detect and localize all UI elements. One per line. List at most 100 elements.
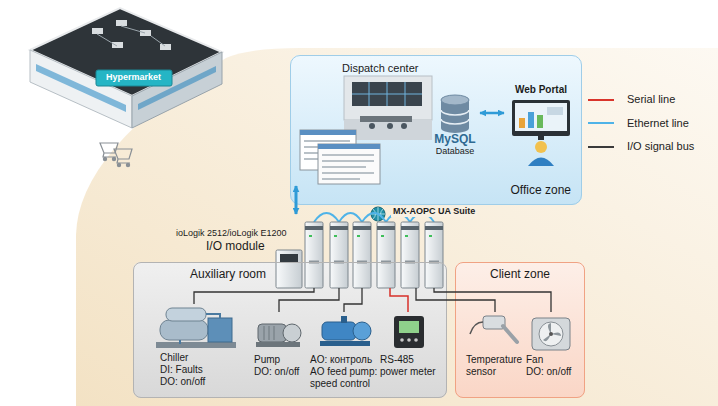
chiller-illustration [160, 320, 208, 340]
io-module-illustration [401, 222, 419, 288]
io-module-illustration [330, 222, 348, 288]
building-illustration [30, 50, 132, 128]
building-illustration [132, 52, 222, 128]
node-title: Office zone [511, 183, 571, 197]
legend-row: Serial line [588, 93, 675, 106]
ethernet-chain [314, 213, 339, 222]
node-title: Dispatch center [342, 62, 418, 75]
dispatch-room-illustration [352, 82, 422, 106]
io-module-illustration [280, 254, 298, 262]
auxiliary-room: Auxiliary roomChillerDI: FaultsDO: on/of… [133, 262, 447, 398]
legend-line [588, 122, 614, 124]
temperature-sensor-illustration [470, 322, 483, 334]
dispatch-room-illustration [300, 130, 356, 135]
building-sign: Hypermarket [106, 72, 161, 83]
connector [480, 112, 504, 115]
shopping-carts [112, 157, 115, 160]
pump-illustration [258, 324, 286, 342]
node-text: I/O module [206, 239, 265, 253]
io-module-illustration [276, 250, 302, 288]
dispatch-room-illustration [300, 76, 432, 184]
web-portal-illustration [528, 112, 534, 128]
shopping-carts [117, 163, 120, 166]
pump-illustration [283, 324, 301, 342]
power-meter-illustration [394, 316, 424, 348]
fan-illustration [549, 332, 553, 336]
web-portal-illustration [519, 118, 525, 128]
node-title: Fan [526, 354, 543, 366]
dispatch-room-illustration [344, 76, 432, 120]
legend-row: Ethernet line [588, 117, 689, 130]
dispatch-center: Dispatch center [298, 58, 438, 186]
database: MySQLDatabase [430, 92, 480, 170]
shopping-carts [100, 143, 118, 157]
node-text: AO feed pump: speed control [310, 366, 379, 390]
feed-pump-illustration [353, 322, 371, 340]
shopping-carts [114, 149, 132, 163]
pump: PumpDO: on/off [250, 312, 308, 388]
connector [194, 288, 314, 304]
zone-background [76, 48, 718, 406]
dispatch-room-illustration [387, 123, 393, 129]
client-zone: Client zoneTemperature sensorFanDO: on/o… [455, 262, 585, 398]
database-cylinder [441, 95, 469, 133]
building-illustration [140, 30, 151, 36]
web-portal: Web Portal [504, 82, 578, 167]
building-illustration [92, 28, 103, 34]
connector [279, 288, 339, 312]
pump-illustration [256, 342, 300, 347]
io-module-illustration [305, 226, 443, 230]
web-portal-illustration [537, 115, 543, 128]
power-meter-illustration [400, 338, 404, 342]
node-title: Web Portal [515, 84, 567, 96]
web-portal-illustration [528, 158, 554, 167]
pump-illustration [256, 324, 301, 347]
building-illustration [96, 70, 172, 86]
web-portal-illustration [512, 100, 570, 166]
node-text: DO: on/off [526, 366, 571, 378]
legend-line [588, 120, 614, 126]
legend-text: Serial line [627, 93, 675, 106]
node-title: AO: контроль [310, 354, 372, 366]
web-portal-illustration [515, 103, 567, 131]
shopping-carts [126, 163, 129, 166]
software-label: MX-AOPC UA Suite [391, 206, 477, 217]
database-cylinder [441, 95, 469, 105]
connector [390, 288, 408, 312]
shopping-carts [103, 157, 106, 160]
chiller-illustration [166, 308, 206, 321]
io-module-illustration [276, 222, 443, 288]
power-meter-illustration [399, 321, 419, 333]
building-sign-text: Hypermarket [106, 72, 161, 83]
building-illustration [112, 42, 123, 48]
database-cylinder [441, 110, 469, 124]
feed-pump-illustration [341, 316, 347, 323]
ethernet-chain [339, 213, 362, 222]
node-text: DO: on/off [254, 366, 299, 378]
chiller-illustration [208, 318, 232, 342]
dispatch-room-illustration [322, 155, 374, 179]
temperature-sensor-illustration [503, 326, 517, 342]
io-module-illustration [309, 235, 432, 237]
software-label-text: MX-AOPC UA Suite [391, 206, 477, 217]
chiller-illustration [156, 308, 236, 348]
shopping-carts [100, 143, 132, 167]
legend-text: Ethernet line [627, 117, 689, 130]
legend-line [588, 146, 614, 148]
legend-text: I/O signal bus [627, 140, 694, 153]
node-title: Chiller [160, 352, 188, 364]
ethernet-chain [362, 213, 386, 222]
building-illustration [116, 20, 127, 26]
power-meter-illustration [407, 338, 411, 342]
node-text: Database [436, 146, 475, 157]
dispatch-room-illustration [360, 116, 412, 122]
client-zone-fill [455, 262, 585, 398]
fan-illustration [532, 318, 570, 350]
power-meter-illustration [414, 338, 418, 342]
node-title: ioLogik 2512/ioLogik E1200 [176, 228, 287, 239]
web-portal-illustration [512, 100, 570, 136]
io-module-illustration [353, 222, 371, 288]
